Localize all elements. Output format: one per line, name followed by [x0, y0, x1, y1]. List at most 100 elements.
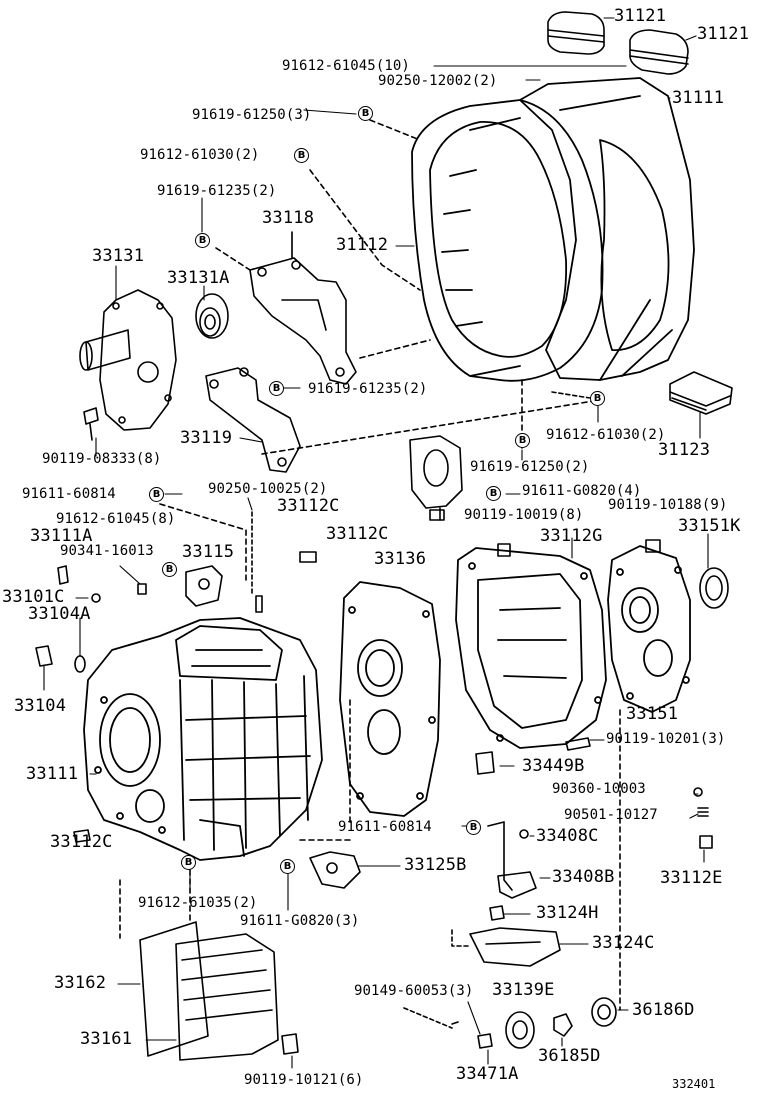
- badge-b-marker: B: [466, 820, 481, 835]
- label-90119-08333: 90119-08333(8): [42, 451, 162, 467]
- plug-90341-16013: [137, 583, 147, 595]
- label-33115: 33115: [182, 542, 235, 562]
- label-31111-top: 31111: [672, 88, 725, 108]
- retainer-33151: [607, 545, 691, 713]
- label-31123: 31123: [658, 440, 711, 460]
- badge-b-marker: B: [195, 233, 210, 248]
- label-90119-10121: 90119-10121(6): [244, 1072, 364, 1088]
- label-91611-g0820-4: 91611-G0820(4): [522, 483, 642, 499]
- bracket-33118: [249, 257, 357, 385]
- label-91611-g0820-3: 91611-G0820(3): [240, 913, 360, 929]
- bracket-33449b: [475, 751, 495, 775]
- extension-33131: [79, 289, 177, 431]
- label-33101c: 33101C: [2, 587, 65, 607]
- transmission-case-33111: [83, 617, 323, 861]
- label-90250-10025: 90250-10025(2): [208, 481, 328, 497]
- label-91619-61250-3: 91619-61250(3): [192, 107, 312, 123]
- lever-33115: [185, 565, 223, 607]
- label-33139e: 33139E: [492, 980, 555, 1000]
- label-33119: 33119: [180, 428, 233, 448]
- plug-33112e: [699, 835, 713, 849]
- label-33124h: 33124H: [536, 903, 599, 923]
- label-91612-61035: 91612-61035(2): [138, 895, 258, 911]
- badge-b-marker: B: [162, 562, 177, 577]
- label-36186d: 36186D: [632, 1000, 695, 1020]
- gasket-33162: [139, 921, 209, 1057]
- bolt-90149-60053: [451, 1021, 459, 1025]
- label-31112: 31112: [336, 235, 389, 255]
- seal-33131a: [195, 293, 229, 339]
- label-33162: 33162: [54, 973, 107, 993]
- dowel-pins-33112c: [299, 509, 445, 563]
- spring-90501-10127: [697, 807, 709, 817]
- label-33151k: 33151K: [678, 516, 741, 536]
- housing-31111-rear: [519, 77, 695, 381]
- label-91619-61235-2-left: 91619-61235(2): [157, 183, 277, 199]
- cover-33124c: [469, 927, 561, 967]
- plug-33111a: [57, 565, 69, 585]
- washer-33101c: [91, 593, 101, 603]
- leader-91612-61030-2-top: [309, 169, 421, 291]
- label-33131: 33131: [92, 246, 145, 266]
- label-33104a: 33104A: [28, 604, 91, 624]
- badge-b-marker: B: [269, 381, 284, 396]
- label-33408b: 33408B: [552, 867, 615, 887]
- label-91611-60814-mid: 91611-60814: [338, 819, 432, 835]
- label-33104: 33104: [14, 696, 67, 716]
- badge-b-marker: B: [358, 106, 373, 121]
- label-90501-10127: 90501-10127: [564, 807, 658, 823]
- oring-33408c: [519, 829, 529, 839]
- pan-33161: [175, 933, 279, 1061]
- label-33111a: 33111A: [30, 526, 93, 546]
- label-33112c-top: 33112C: [277, 496, 340, 516]
- dowel-33112c-bottom: [73, 829, 91, 843]
- bolt-90119-08333: [83, 407, 99, 441]
- bracket-33125b: [309, 851, 361, 889]
- bellhousing-31112: [411, 99, 604, 382]
- label-91612-61030-2-top: 91612-61030(2): [140, 147, 260, 163]
- label-33112c-mid: 33112C: [326, 524, 389, 544]
- label-90119-10201: 90119-10201(3): [606, 731, 726, 747]
- label-33125b: 33125B: [404, 855, 467, 875]
- plug-90360-10003: [693, 787, 703, 797]
- pin-90250-10025: [255, 595, 263, 613]
- leader-91619-61250-3: [369, 119, 421, 141]
- pad-31123: [669, 371, 733, 415]
- label-33449b: 33449B: [522, 756, 585, 776]
- label-33136: 33136: [374, 549, 427, 569]
- badge-b-marker: B: [590, 391, 605, 406]
- label-36185d: 36185D: [538, 1046, 601, 1066]
- label-33408c: 33408C: [536, 826, 599, 846]
- badge-b-marker: B: [486, 486, 501, 501]
- label-90360-10003: 90360-10003: [552, 781, 646, 797]
- seal-36186d: [591, 997, 617, 1027]
- label-31121-a: 31121: [614, 6, 667, 26]
- part-36185d: [553, 1013, 573, 1037]
- sensor-33408b: [487, 821, 537, 899]
- badge-b-marker: B: [149, 487, 164, 502]
- bolt-33124h: [489, 905, 505, 921]
- leader-lines: [43, 17, 709, 1069]
- label-91619-61235-2-mid: 91619-61235(2): [308, 381, 428, 397]
- label-33111-main: 33111: [26, 764, 79, 784]
- bolt-90119-10121: [281, 1033, 299, 1055]
- label-91619-61250-2: 91619-61250(2): [470, 459, 590, 475]
- seal-33151k: [699, 567, 729, 609]
- badge-b-marker: B: [181, 855, 196, 870]
- label-90149-60053: 90149-60053(3): [354, 983, 474, 999]
- bolt-90119-10201: [565, 737, 591, 751]
- label-91612-61045-10: 91612-61045(10): [282, 58, 410, 74]
- label-31121-b: 31121: [697, 24, 750, 44]
- label-33161: 33161: [80, 1029, 133, 1049]
- cover-plate-31121-a: [547, 11, 605, 55]
- label-33112e: 33112E: [660, 868, 723, 888]
- label-90250-12002: 90250-12002(2): [378, 73, 498, 89]
- label-33151: 33151: [626, 704, 679, 724]
- label-33471a: 33471A: [456, 1064, 519, 1084]
- label-91612-61045-8: 91612-61045(8): [56, 511, 176, 527]
- intermediate-plate-33136: [339, 581, 441, 817]
- label-90119-10019: 90119-10019(8): [464, 507, 584, 523]
- cover-small-plate: [409, 435, 463, 509]
- badge-b-marker: B: [515, 433, 530, 448]
